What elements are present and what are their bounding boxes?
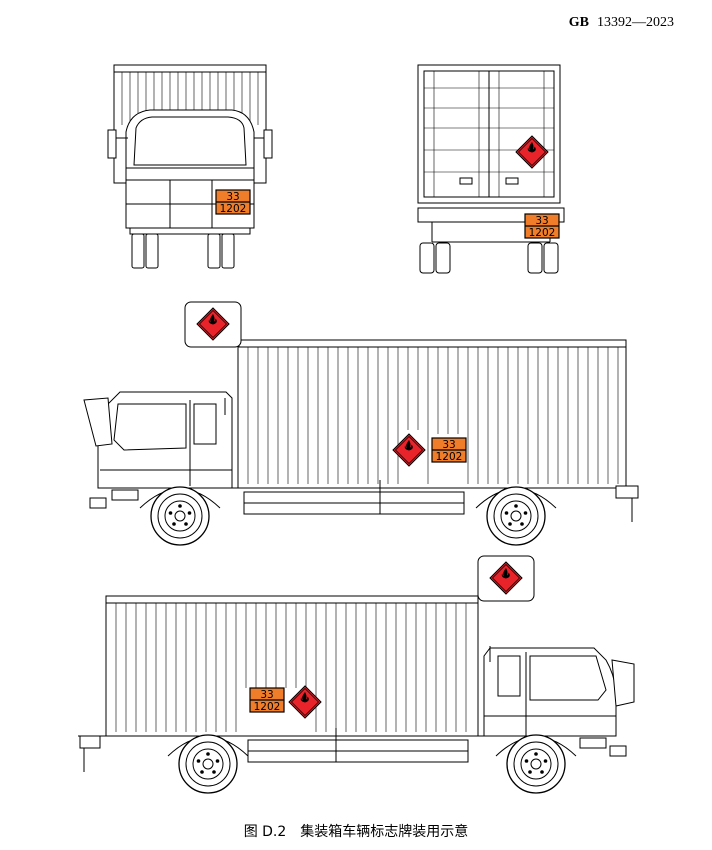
front-plate-un-number: 1202 xyxy=(220,203,247,215)
standard-prefix: GB xyxy=(568,15,589,30)
rear-view xyxy=(417,64,565,274)
right-side-view xyxy=(78,590,635,772)
figure-caption: 图 D.2 集装箱车辆标志牌装用示意 xyxy=(0,821,712,841)
left-front-wheel xyxy=(150,486,210,546)
right-rear-wheel xyxy=(178,734,238,794)
left-plate-un-number: 1202 xyxy=(436,451,463,463)
right-plate-un-number: 1202 xyxy=(254,701,281,713)
left-rear-wheel xyxy=(486,486,546,546)
rear-plate-un-number: 1202 xyxy=(529,227,556,239)
right-front-wheel xyxy=(506,734,566,794)
standard-header: GB 13392—2023 xyxy=(569,14,674,31)
right-plate-hazard-id: 33 xyxy=(260,689,273,701)
front-plate-hazard-id: 33 xyxy=(226,191,239,203)
rear-plate-hazard-id: 33 xyxy=(535,215,548,227)
front-view xyxy=(107,64,273,269)
figure-title: 集装箱车辆标志牌装用示意 xyxy=(300,824,469,840)
figure-number: 图 D.2 xyxy=(243,824,287,840)
standard-number: 13392—2023 xyxy=(597,15,674,30)
left-plate-hazard-id: 33 xyxy=(442,439,455,451)
